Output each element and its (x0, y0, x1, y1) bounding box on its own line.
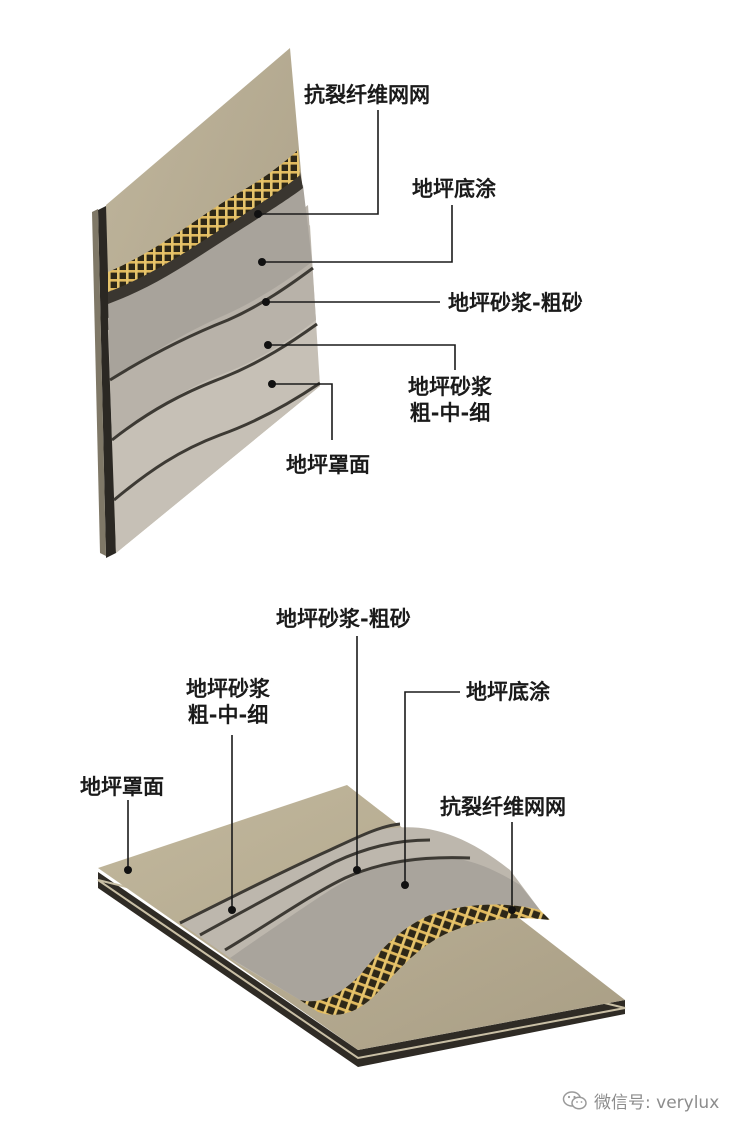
label-topcoat-bottom: 地坪罩面 (80, 775, 164, 799)
floor-panel (97, 785, 626, 1067)
dot-mesh-bottom (508, 906, 516, 914)
dot-coarse-top (262, 298, 270, 306)
dot-mortar-bottom (228, 906, 236, 914)
dot-mortar-top (264, 341, 272, 349)
leader-mortar-top (268, 344, 456, 370)
dot-mesh-top (254, 210, 262, 218)
leader-topcoat-top (272, 383, 333, 440)
label-mortar-top: 地坪砂浆 粗-中-细 (408, 374, 492, 426)
label-topcoat-top: 地坪罩面 (286, 453, 370, 477)
watermark-text: 微信号: verylux (594, 1093, 720, 1113)
label-coarse-mortar-bottom: 地坪砂浆-粗砂 (276, 607, 411, 631)
layer-line-1 (109, 266, 314, 382)
label-mesh-bottom: 抗裂纤维网网 (440, 795, 566, 819)
dot-topcoat-top (268, 380, 276, 388)
top-leaders (258, 110, 456, 440)
label-mortar-top-line1: 地坪砂浆 (408, 375, 492, 399)
label-primer-bottom: 地坪底涂 (466, 680, 550, 704)
wall-panel (92, 48, 321, 558)
top-leader-dots (254, 210, 276, 388)
dot-topcoat-bottom (124, 866, 132, 874)
leader-mesh-top (258, 110, 379, 215)
label-mortar-bottom: 地坪砂浆 粗-中-细 (186, 676, 270, 728)
wall-panel-rim (92, 209, 106, 556)
floor-line-2 (199, 838, 431, 937)
dot-primer-bottom (401, 881, 409, 889)
floor-line-1 (179, 822, 401, 925)
floor-coarse-mortar-layer (230, 856, 540, 1002)
leader-primer-top (262, 205, 453, 263)
label-mortar-bottom-line2: 粗-中-细 (187, 703, 269, 727)
wall-panel-edge (98, 205, 116, 558)
label-mortar-bottom-line1: 地坪砂浆 (186, 677, 270, 701)
watermark: 微信号: verylux (562, 1088, 719, 1113)
layer-line-2 (111, 322, 318, 442)
mesh-layer (108, 150, 300, 292)
leader-primer-bottom (404, 691, 460, 885)
label-coarse-mortar-top: 地坪砂浆-粗砂 (448, 291, 583, 315)
label-mortar-top-line2: 粗-中-细 (409, 401, 491, 425)
label-primer-top: 地坪底涂 (412, 177, 496, 201)
dot-coarse-bottom (353, 866, 361, 874)
bottom-leaders (127, 636, 513, 910)
floor-mesh-layer (300, 904, 550, 1015)
dot-primer-top (258, 258, 266, 266)
wechat-icon (562, 1090, 587, 1110)
layer-line-3 (113, 381, 321, 502)
bottom-leader-dots (124, 866, 516, 914)
coarse-mortar-layer (108, 185, 312, 380)
label-mesh-top: 抗裂纤维网网 (304, 83, 430, 107)
floor-line-3 (224, 856, 471, 952)
